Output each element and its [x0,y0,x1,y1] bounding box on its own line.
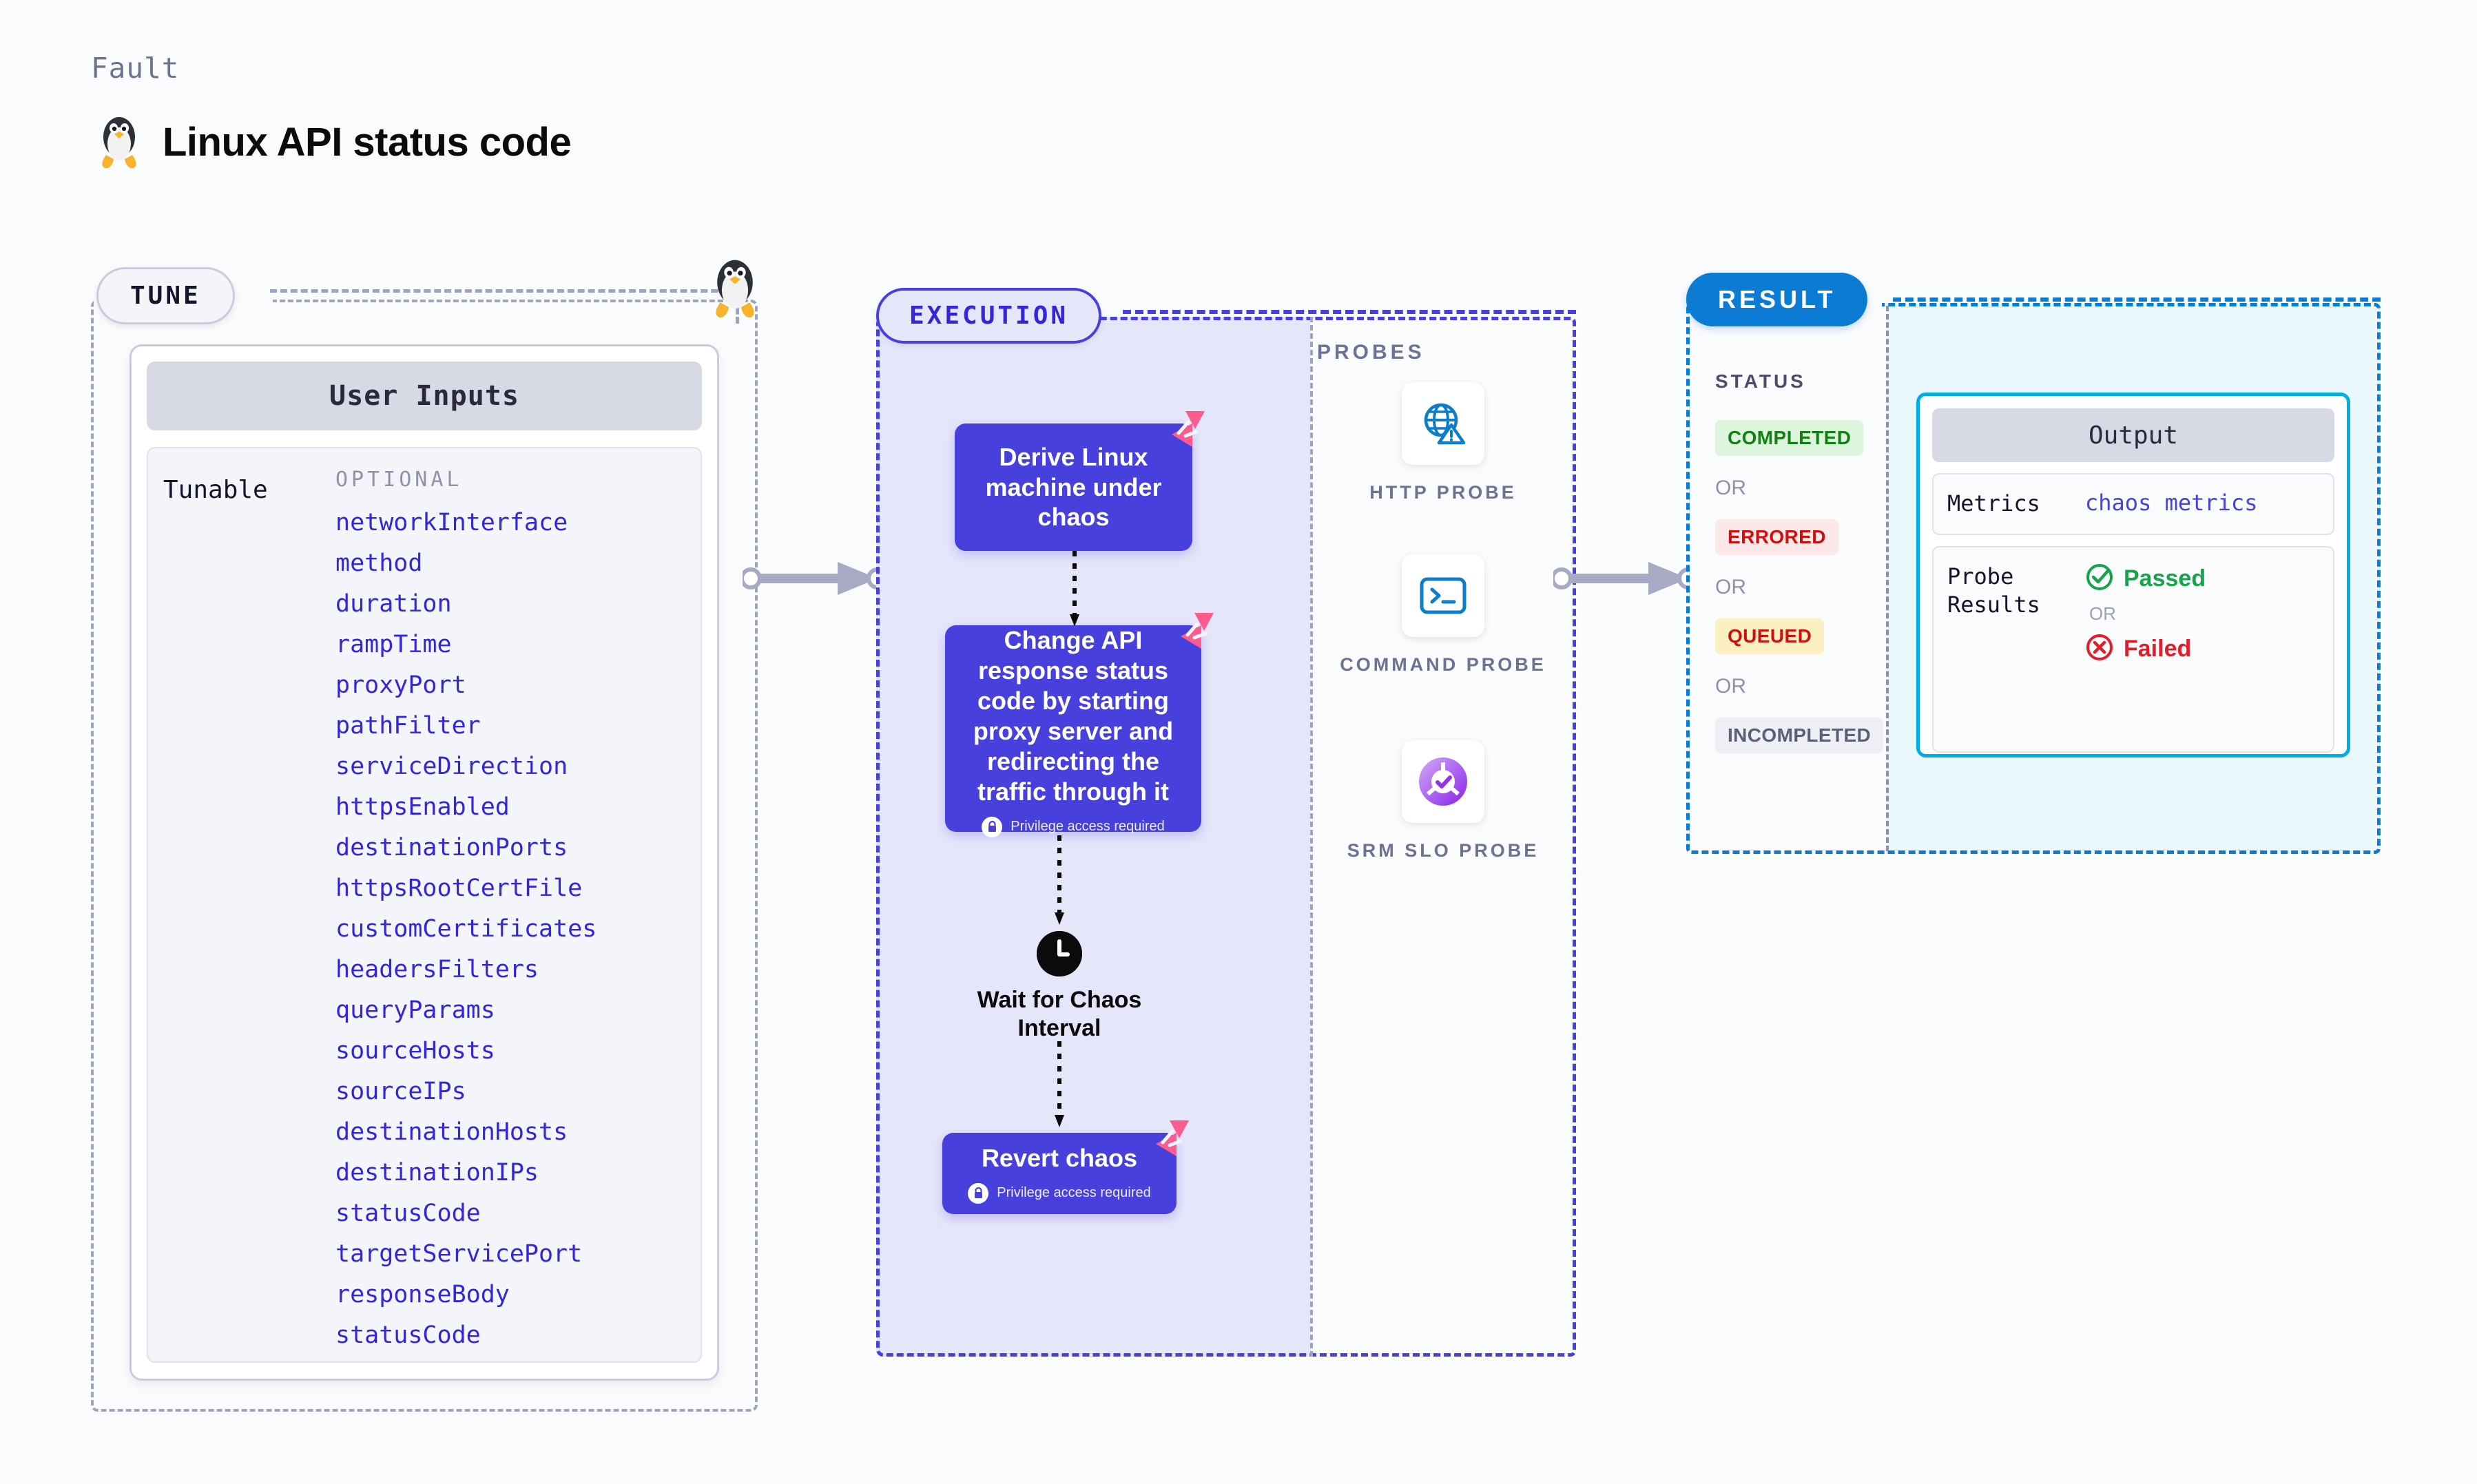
output-title: Output [1932,408,2334,462]
probe-label: SRM SLO PROBE [1347,840,1540,861]
tunable-label: Tunable [163,476,268,504]
probe-result-passed: Passed [2085,563,2206,595]
param-item[interactable]: responseBody [335,1281,510,1308]
probe-srm-slo[interactable]: SRM SLO PROBE [1310,740,1576,863]
user-inputs-title: User Inputs [147,362,702,430]
result-connector-line [1893,297,2381,302]
litmus-chaos-icon [1174,610,1218,655]
connector-execution-to-result [1551,558,1699,603]
probe-command[interactable]: COMMAND PROBE [1310,554,1576,677]
result-inner-divider [1886,306,1889,851]
litmus-chaos-icon [1165,408,1209,453]
arrow-node2-to-wait [1055,835,1064,928]
param-item[interactable]: targetServicePort [335,1240,583,1268]
param-item[interactable]: destinationHosts [335,1118,568,1146]
metrics-value[interactable]: chaos metrics [2085,490,2258,516]
arrow-wait-to-revert [1055,1041,1064,1131]
probes-divider [1310,317,1313,1357]
execution-node-derive-machine[interactable]: Derive Linux machine under chaos [955,411,1205,551]
check-circle-icon [2085,563,2114,595]
param-item[interactable]: sourceHosts [335,1037,495,1065]
param-item[interactable]: destinationPorts [335,834,568,861]
failed-label: Failed [2124,635,2192,662]
privilege-text: Privilege access required [1011,819,1165,835]
param-item[interactable]: pathFilter [335,712,481,740]
param-item[interactable]: duration [335,590,452,618]
status-label: STATUS [1715,370,1806,392]
output-row-probe-results: Probe Results Passed OR [1932,545,2334,753]
or-label: OR [1715,675,1746,698]
slo-donut-check-icon [1402,740,1484,823]
execution-connector-line [1123,310,1576,314]
param-item[interactable]: httpsEnabled [335,793,510,821]
x-circle-icon [2085,633,2114,665]
or-label: OR [1715,477,1746,499]
probes-label: PROBES [1317,341,1425,364]
clock-icon [1037,931,1082,976]
metrics-key: Metrics [1947,490,2040,516]
litmus-chaos-icon [1149,1118,1193,1162]
or-label: OR [2089,603,2116,624]
node-title: Derive Linux machine under chaos [985,442,1162,532]
probe-label: HTTP PROBE [1369,482,1517,503]
node-title: Change API response status code by start… [973,626,1174,806]
param-item[interactable]: serviceDirection [335,753,568,780]
param-item[interactable]: statusCode [335,1321,481,1349]
probe-result-failed: Failed [2085,633,2206,665]
param-item[interactable]: method [335,550,423,577]
passed-label: Passed [2124,565,2206,592]
tune-panel [91,300,758,1412]
privilege-text: Privilege access required [997,1185,1151,1201]
param-item[interactable]: rampTime [335,631,452,658]
execution-badge[interactable]: EXECUTION [876,288,1102,344]
result-badge[interactable]: RESULT [1686,273,1868,326]
linux-penguin-node-icon [709,256,760,323]
tune-connector-line [270,289,738,293]
probe-label: COMMAND PROBE [1340,654,1546,675]
globe-warning-icon [1402,382,1484,465]
output-card: Output Metrics chaos metrics Probe Resul… [1916,393,2350,757]
privilege-badge: Privilege access required [982,816,1165,837]
param-item[interactable]: networkInterface [335,509,568,536]
status-badge-queued: QUEUED [1715,618,1825,654]
probes-panel [1310,317,1576,1357]
param-item[interactable]: queryParams [335,996,495,1024]
terminal-icon [1402,554,1484,637]
or-label: OR [1715,576,1746,598]
linux-penguin-icon [96,114,142,170]
output-row-metrics: Metrics chaos metrics [1932,473,2334,535]
tunable-params-column: OPTIONAL networkInterface method duratio… [335,468,694,1348]
status-badge-errored: ERRORED [1715,519,1838,555]
result-status-panel-bg [1686,303,1886,854]
optional-label: OPTIONAL [335,468,463,492]
probe-http[interactable]: HTTP PROBE [1310,382,1576,505]
probe-results-key: Probe Results [1947,563,2040,618]
wait-for-chaos-interval-label: Wait for Chaos Interval [977,987,1142,1041]
status-badge-incompleted: INCOMPLETED [1715,718,1884,753]
param-item[interactable]: customCertificates [335,915,597,943]
probe-results-values: Passed OR Failed [2085,563,2206,665]
execution-node-change-status-code[interactable]: Change API response status code by start… [945,613,1214,837]
lock-icon [968,1182,989,1204]
param-item[interactable]: proxyPort [335,671,466,699]
page-title: Linux API status code [163,119,572,165]
execution-node-revert-chaos[interactable]: Revert chaos Privilege access required [942,1120,1189,1214]
arrow-node1-to-node2 [1070,551,1079,630]
param-item[interactable]: headersFilters [335,956,539,983]
connector-tune-to-execution [740,558,889,603]
user-inputs-card: User Inputs Tunable OPTIONAL networkInte… [129,344,719,1381]
tune-badge[interactable]: TUNE [96,267,235,324]
page-eyebrow: Fault [91,52,180,85]
user-inputs-body: Tunable OPTIONAL networkInterface method… [147,447,702,1363]
param-item[interactable]: sourceIPs [335,1078,466,1105]
param-item[interactable]: statusCode [335,1200,481,1227]
param-item[interactable]: destinationIPs [335,1159,539,1187]
page-title-row: Linux API status code [96,114,572,170]
lock-icon [982,816,1003,837]
node-title: Revert chaos [981,1144,1138,1173]
status-badge-completed: COMPLETED [1715,420,1864,456]
param-item[interactable]: httpsRootCertFile [335,875,583,902]
privilege-badge: Privilege access required [968,1182,1151,1204]
result-panel [1686,303,2381,854]
